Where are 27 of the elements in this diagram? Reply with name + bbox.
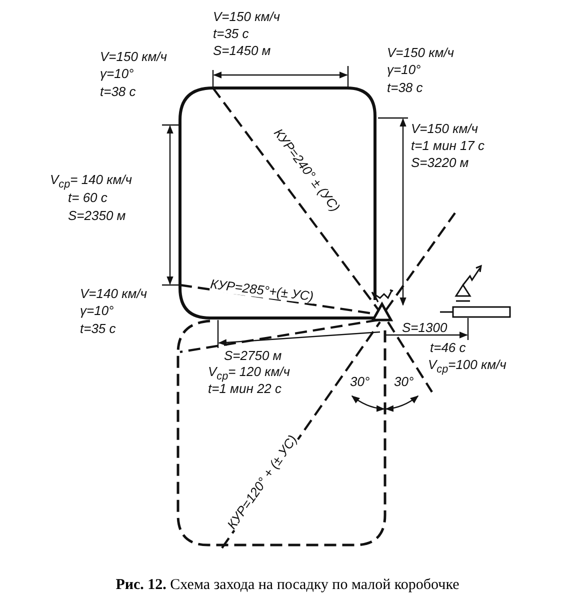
- flight-parameter: V=150 км/ч: [387, 45, 454, 60]
- flight-parameter: t=1 мин 22 с: [208, 381, 282, 396]
- flight-parameter: S=1300: [402, 320, 448, 335]
- flight-parameter: S=2350 м: [68, 208, 126, 223]
- flight-parameter: γ=10°: [80, 303, 114, 318]
- flight-parameter: γ=10°: [387, 62, 421, 77]
- flight-parameter: t=38 с: [387, 80, 423, 95]
- flight-parameter: t= 60 с: [68, 190, 108, 205]
- flight-parameter: V$_{ср}$= 120 км/ч: [208, 364, 290, 384]
- flight-parameter: 30°: [350, 374, 370, 389]
- flight-parameter: V$_{ср}$= 140 км/ч: [50, 172, 132, 192]
- flight-parameter: t=38 с: [100, 84, 136, 99]
- flight-parameter: V=150 км/ч: [213, 9, 280, 24]
- flight-parameter: S=2750 м: [224, 348, 282, 363]
- flight-parameter: V$_{ср}$=100 км/ч: [428, 357, 506, 378]
- flight-parameter: V=140 км/ч: [80, 286, 147, 301]
- flight-parameter: 30°: [394, 374, 414, 389]
- figure-caption: Рис. 12. Схема захода на посадку по малой коробочке: [114, 577, 460, 594]
- flight-parameter: S=1450 м: [213, 43, 271, 58]
- flight-parameter: t=35 с: [213, 26, 249, 41]
- flight-parameter: t=46 с: [430, 340, 466, 355]
- flight-parameter: S=3220 м: [411, 155, 469, 170]
- flight-parameter: V=150 км/ч: [411, 121, 478, 136]
- flight-parameter: γ=10°: [100, 66, 134, 81]
- flight-parameter: V=150 км/ч: [100, 49, 167, 64]
- flight-parameter: t=1 мин 17 с: [411, 138, 485, 153]
- flight-parameter: t=35 с: [80, 321, 116, 336]
